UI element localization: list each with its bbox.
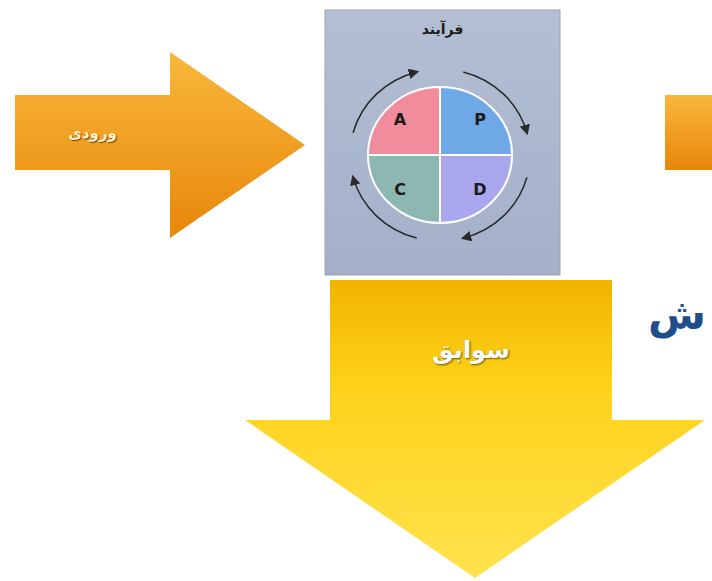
records-arrow-fill	[245, 280, 705, 578]
input-arrow-outline	[15, 52, 305, 238]
cut-heading: ش	[648, 292, 706, 338]
records-arrow-label: سوابق	[432, 336, 510, 365]
pdca-quadrant-label: A	[394, 110, 406, 129]
text-area: D	[460, 170, 500, 210]
pdca-quadrant-fill	[368, 87, 440, 155]
process-box: فرآیند A P C D	[325, 10, 560, 275]
pdca-quadrant-label: P	[474, 110, 486, 129]
pdca-quadrant-fill	[440, 155, 512, 223]
text-area: A	[380, 100, 420, 140]
pdca-quadrant: D	[440, 155, 512, 223]
process-box-label: فرآیند	[422, 21, 464, 38]
records-arrow: سوابق	[245, 280, 707, 578]
text-area: P	[460, 100, 500, 140]
process-panel	[325, 10, 560, 275]
input-arrow-fill	[15, 52, 305, 238]
pdca-quadrant: A	[368, 87, 440, 155]
text-area: فرآیند	[325, 16, 560, 42]
text-area: سوابق	[330, 320, 612, 380]
pdca-quadrant-fill	[440, 87, 512, 155]
pdca-quadrant-label: D	[473, 180, 486, 199]
pdca-quadrant: C	[368, 155, 440, 223]
input-arrow-label: ورودی	[68, 124, 117, 142]
pdca-quadrant: P	[440, 87, 512, 155]
output-arrow	[665, 95, 712, 170]
pdca-quadrant-label: C	[394, 180, 406, 199]
text-area: ورودی	[15, 95, 170, 170]
pdca-quadrant-fill	[368, 155, 440, 223]
records-arrow-outline	[245, 280, 707, 578]
text-area: C	[380, 170, 420, 210]
input-arrow: ورودی	[15, 52, 305, 238]
